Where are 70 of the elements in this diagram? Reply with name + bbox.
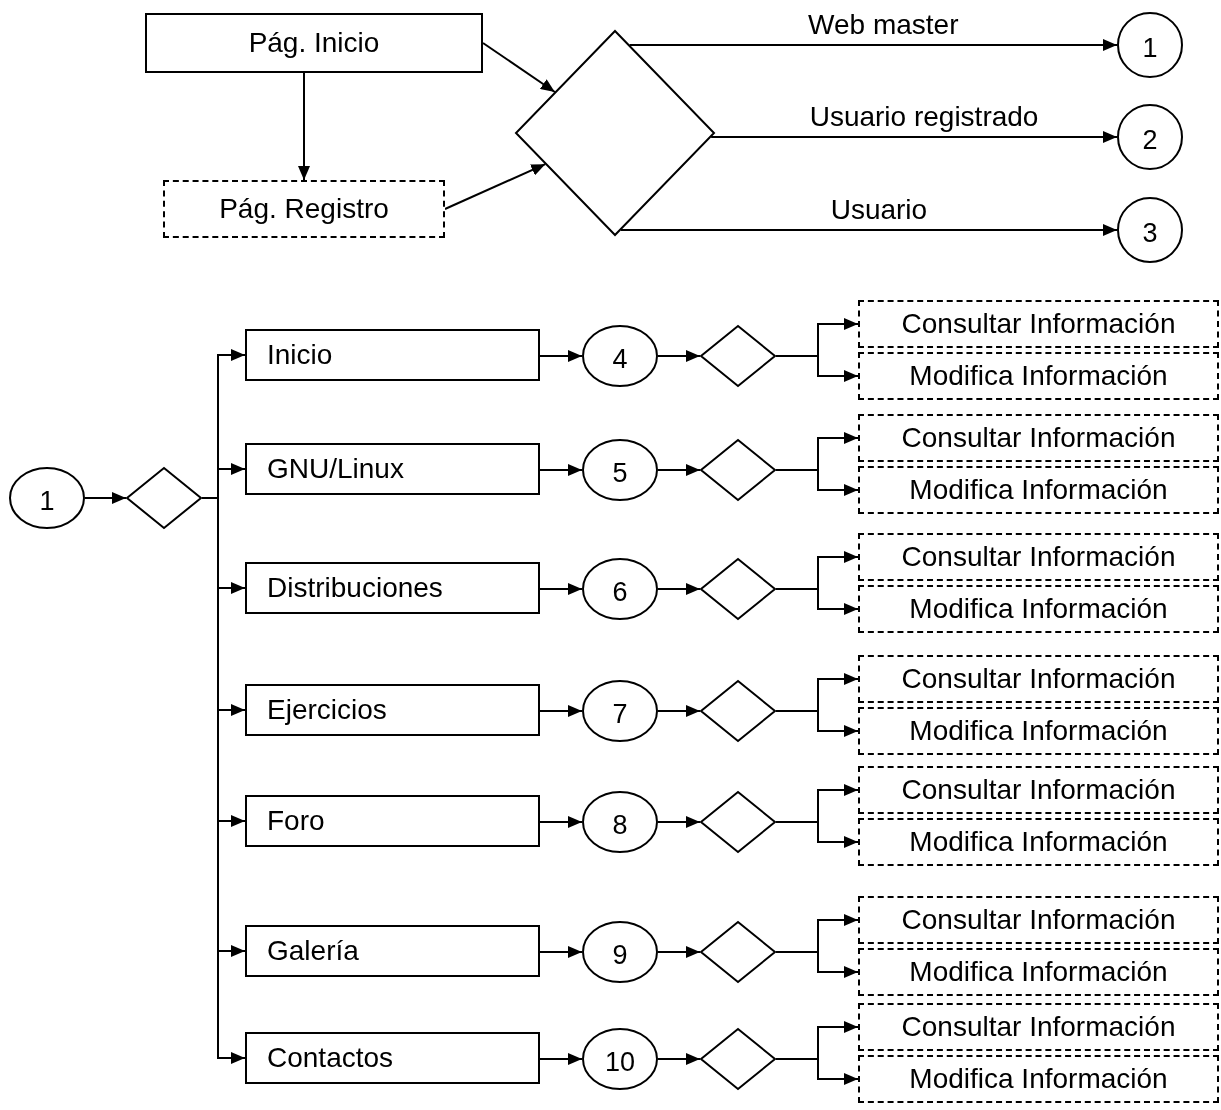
arrow bbox=[539, 705, 583, 717]
arrow bbox=[775, 1058, 859, 1085]
action-box: Modifica Información bbox=[858, 948, 1219, 996]
arrow bbox=[539, 946, 583, 958]
decision-diamond bbox=[700, 791, 776, 853]
page-box: Pág. Inicio bbox=[145, 13, 483, 73]
action-box: Consultar Información bbox=[858, 896, 1219, 944]
action-box: Modifica Información bbox=[858, 818, 1219, 866]
numbered-circle: 6 bbox=[582, 558, 658, 620]
arrow bbox=[657, 350, 701, 362]
action-box: Consultar Información bbox=[858, 766, 1219, 814]
arrow bbox=[657, 1053, 701, 1065]
arrow bbox=[775, 951, 859, 978]
action-box: Consultar Información bbox=[858, 533, 1219, 581]
arrow bbox=[539, 583, 583, 595]
arrow bbox=[657, 816, 701, 828]
action-box: Modifica Información bbox=[858, 1055, 1219, 1103]
arrow bbox=[710, 131, 1118, 143]
action-box: Modifica Información bbox=[858, 585, 1219, 633]
menu-box: Distribuciones bbox=[245, 562, 540, 614]
menu-box: GNU/Linux bbox=[245, 443, 540, 495]
arrow bbox=[657, 705, 701, 717]
action-box: Consultar Información bbox=[858, 300, 1219, 348]
numbered-circle: 5 bbox=[582, 439, 658, 501]
numbered-circle: 2 bbox=[1117, 104, 1183, 170]
arrow bbox=[775, 821, 859, 848]
arrow bbox=[775, 588, 859, 615]
decision-diamond bbox=[700, 1028, 776, 1090]
arrow bbox=[539, 464, 583, 476]
arrow bbox=[482, 42, 556, 93]
arrow bbox=[539, 1053, 583, 1065]
menu-box: Ejercicios bbox=[245, 684, 540, 736]
arrow bbox=[657, 583, 701, 595]
action-box: Modifica Información bbox=[858, 707, 1219, 755]
numbered-circle: 1 bbox=[9, 467, 85, 529]
arrow bbox=[775, 469, 859, 496]
arrow bbox=[444, 163, 547, 210]
action-box: Consultar Información bbox=[858, 655, 1219, 703]
arrow bbox=[775, 355, 859, 382]
numbered-circle: 8 bbox=[582, 791, 658, 853]
arrow bbox=[657, 946, 701, 958]
menu-box: Foro bbox=[245, 795, 540, 847]
decision-diamond bbox=[126, 467, 202, 529]
decision-diamond bbox=[700, 921, 776, 983]
arrow bbox=[657, 464, 701, 476]
arrow bbox=[539, 350, 583, 362]
decision-diamond bbox=[515, 30, 715, 236]
decision-diamond bbox=[700, 439, 776, 501]
menu-box: Galería bbox=[245, 925, 540, 977]
page-box: Pág. Registro bbox=[163, 180, 445, 238]
action-box: Modifica Información bbox=[858, 466, 1219, 514]
numbered-circle: 10 bbox=[582, 1028, 658, 1090]
numbered-circle: 4 bbox=[582, 325, 658, 387]
arrow bbox=[775, 710, 859, 737]
action-box: Modifica Información bbox=[858, 352, 1219, 400]
numbered-circle: 9 bbox=[582, 921, 658, 983]
menu-box: Inicio bbox=[245, 329, 540, 381]
action-box: Consultar Información bbox=[858, 1003, 1219, 1051]
arrow bbox=[619, 224, 1118, 236]
numbered-circle: 7 bbox=[582, 680, 658, 742]
numbered-circle: 3 bbox=[1117, 197, 1183, 263]
numbered-circle: 1 bbox=[1117, 12, 1183, 78]
arrow bbox=[539, 816, 583, 828]
decision-diamond bbox=[700, 558, 776, 620]
decision-diamond bbox=[700, 325, 776, 387]
arrow bbox=[298, 72, 310, 181]
decision-diamond bbox=[700, 680, 776, 742]
menu-box: Contactos bbox=[245, 1032, 540, 1084]
arrow bbox=[84, 492, 127, 504]
action-box: Consultar Información bbox=[858, 414, 1219, 462]
